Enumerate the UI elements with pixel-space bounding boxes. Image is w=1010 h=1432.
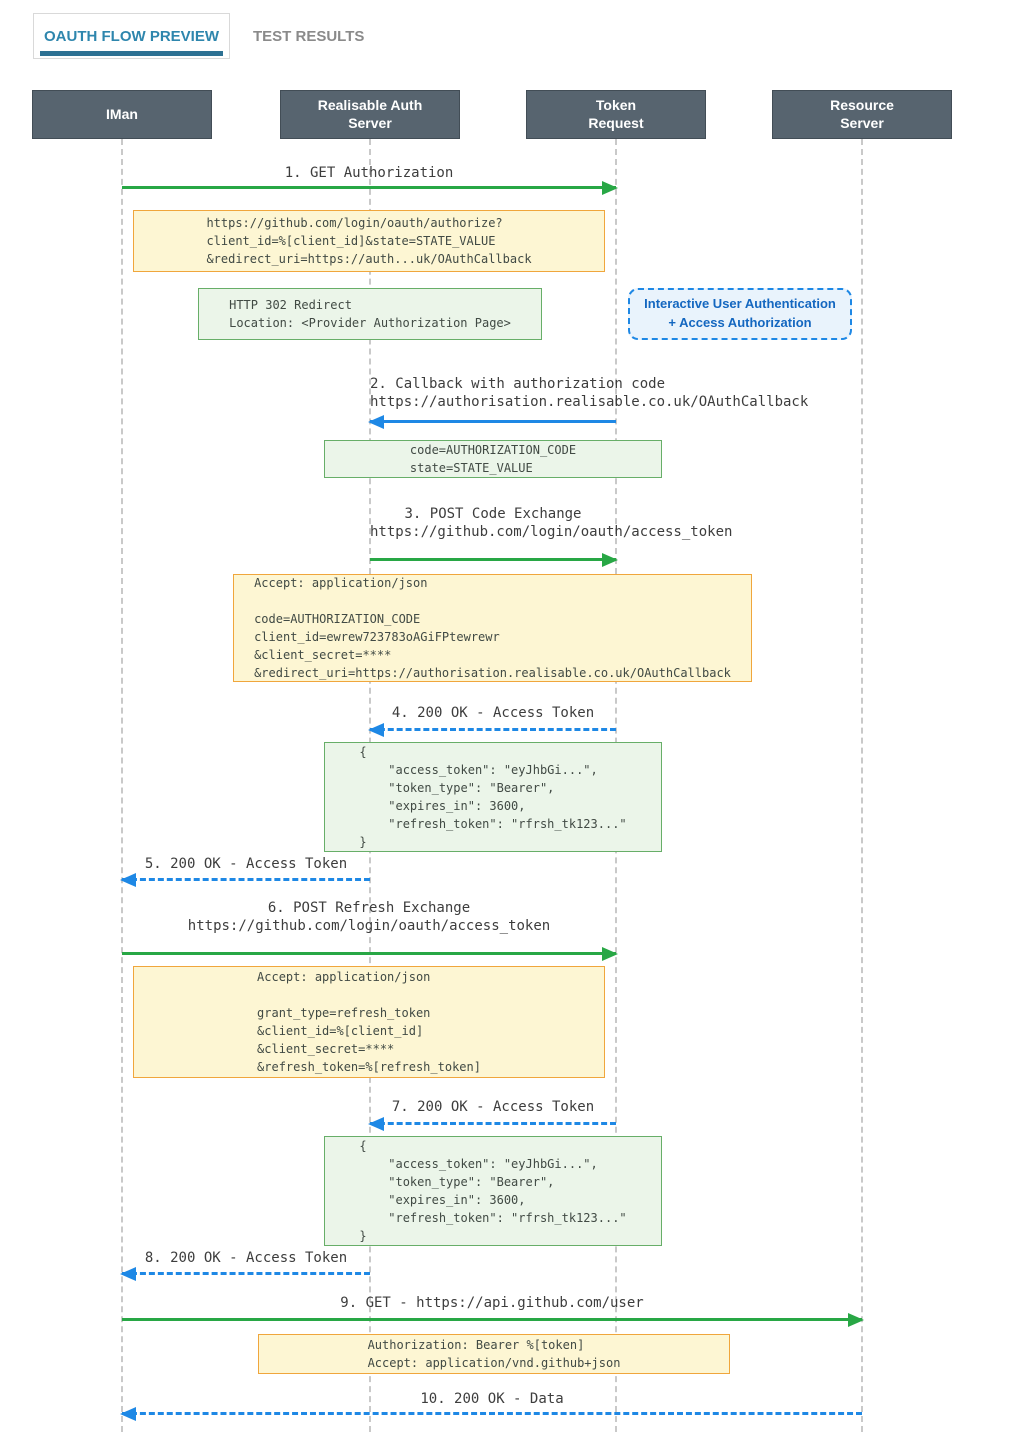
message-label-8: 8. 200 OK - Access Token <box>144 1250 348 1266</box>
actor-token-request: Token Request <box>526 90 706 139</box>
arrowhead-left-icon <box>120 1406 136 1421</box>
message-label-5: 5. 200 OK - Access Token <box>144 856 348 872</box>
lifeline-iman <box>121 139 123 1432</box>
active-tab-underline <box>40 51 223 56</box>
lifeline-resource-server <box>861 139 863 1432</box>
message-label-3: 3. POST Code Exchange https://github.com… <box>370 506 733 541</box>
message-label-4: 4. 200 OK - Access Token <box>391 705 595 721</box>
arrowhead-right-icon <box>602 180 618 195</box>
message-label-9: 9. GET - https://api.github.com/user <box>340 1295 644 1311</box>
arrowhead-left-icon <box>368 722 384 737</box>
message-label-6: 6. POST Refresh Exchange https://github.… <box>187 900 551 935</box>
arrowhead-left-icon <box>120 872 136 887</box>
arrowhead-left-icon <box>120 1266 136 1281</box>
arrowhead-right-icon <box>848 1312 864 1327</box>
actor-resource-server: Resource Server <box>772 90 952 139</box>
note-authorization-code: code=AUTHORIZATION_CODE state=STATE_VALU… <box>324 440 662 478</box>
message-label-1: 1. GET Authorization <box>284 165 454 181</box>
note-code-exchange-body: Accept: application/json code=AUTHORIZAT… <box>233 574 752 682</box>
tab-oauth-flow-preview[interactable]: OAUTH FLOW PREVIEW <box>33 13 230 59</box>
note-api-request-headers: Authorization: Bearer %[token] Accept: a… <box>258 1334 730 1374</box>
tab-test-results[interactable]: TEST RESULTS <box>253 27 365 45</box>
note-token-json-2: { "access_token": "eyJhbGi...", "token_t… <box>324 1136 662 1246</box>
message-label-10: 10. 200 OK - Data <box>420 1391 564 1407</box>
note-token-json: { "access_token": "eyJhbGi...", "token_t… <box>324 742 662 852</box>
arrowhead-left-icon <box>368 414 384 429</box>
note-authorize-request: https://github.com/login/oauth/authorize… <box>133 210 605 272</box>
arrowhead-right-icon <box>602 946 618 961</box>
message-label-2: 2. Callback with authorization code http… <box>370 376 809 411</box>
actor-iman: IMan <box>32 90 212 139</box>
note-refresh-body: Accept: application/json grant_type=refr… <box>133 966 605 1078</box>
note-302-redirect: HTTP 302 Redirect Location: <Provider Au… <box>198 288 542 340</box>
message-label-7: 7. 200 OK - Access Token <box>391 1099 595 1115</box>
arrowhead-right-icon <box>602 552 618 567</box>
actor-auth-server: Realisable Auth Server <box>280 90 460 139</box>
tab-oauth-flow-preview-label: OAUTH FLOW PREVIEW <box>44 27 219 45</box>
arrowhead-left-icon <box>368 1116 384 1131</box>
note-interactive-authentication: Interactive User Authentication + Access… <box>628 288 852 340</box>
